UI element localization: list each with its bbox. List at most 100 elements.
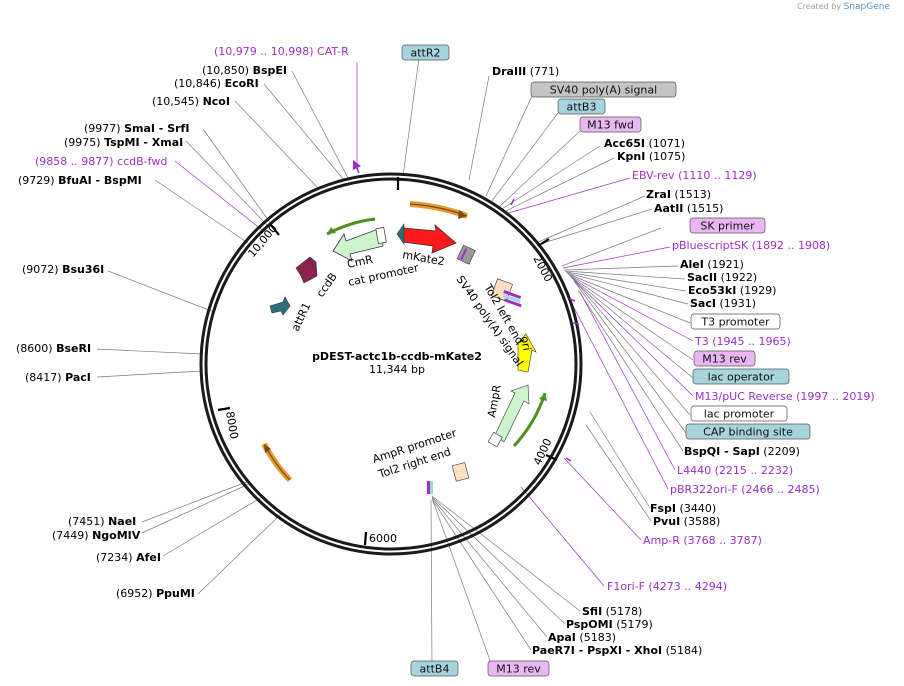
label-smai: (9977) SmaI - SrfI bbox=[84, 122, 189, 135]
label-t3: T3 (1945 .. 1965) bbox=[694, 335, 791, 348]
label-text-saci: SacI (1931) bbox=[690, 297, 756, 310]
label-bspei: (10,850) BspEI bbox=[202, 64, 287, 77]
label-bseri: (8600) BseRI bbox=[16, 342, 91, 355]
label-box-attr2 bbox=[401, 44, 450, 61]
snapgene-credit: Created by SnapGene bbox=[797, 2, 890, 12]
label-text-lacprom: lac promoter bbox=[704, 408, 775, 421]
label-text-paci: (8417) PacI bbox=[25, 371, 91, 384]
attr1-label: attR1 bbox=[289, 301, 313, 334]
label-text-catr: (10,979 .. 10,998) CAT-R bbox=[214, 45, 349, 58]
label-text-ccdbfwd: (9858 .. 9877) ccdB-fwd bbox=[35, 155, 167, 168]
label-sfii: SfiI (5178) bbox=[582, 605, 642, 618]
label-f1orif: F1ori-F (4273 .. 4294) bbox=[607, 580, 727, 593]
label-attr2: attR2 bbox=[401, 44, 450, 61]
label-pvui: PvuI (3588) bbox=[653, 515, 720, 528]
label-m13puc: M13/pUC Reverse (1997 .. 2019) bbox=[695, 390, 875, 403]
label-box-skprimer bbox=[689, 217, 766, 234]
label-text-kpni: KpnI (1075) bbox=[617, 150, 685, 163]
label-paer7i: PaeR7I - PspXI - XhoI (5184) bbox=[532, 644, 702, 657]
label-text-tspmi: (9975) TspMI - XmaI bbox=[64, 136, 183, 149]
label-text-attb3: attB3 bbox=[567, 101, 597, 114]
label-text-bseri: (8600) BseRI bbox=[16, 342, 91, 355]
label-skprimer: SK primer bbox=[689, 217, 766, 234]
label-text-f1orif: F1ori-F (4273 .. 4294) bbox=[607, 580, 727, 593]
label-ampr_p: Amp-R (3768 .. 3787) bbox=[643, 534, 762, 547]
mkate2-arrow bbox=[402, 223, 457, 254]
label-text-apai: ApaI (5183) bbox=[548, 631, 616, 644]
label-ebvrev: EBV-rev (1110 .. 1129) bbox=[632, 169, 757, 182]
label-m13fwd: M13 fwd bbox=[579, 116, 642, 133]
tick-label-4000: 4000 bbox=[531, 436, 555, 467]
label-text-pvui: PvuI (3588) bbox=[653, 515, 720, 528]
label-pspomi: PspOMI (5179) bbox=[566, 618, 653, 631]
cmr-label: CmR bbox=[346, 253, 375, 271]
label-text-skprimer: SK primer bbox=[700, 220, 755, 233]
attr1-arrow bbox=[269, 296, 291, 316]
label-text-attb4: attB4 bbox=[420, 663, 450, 676]
sv40-box bbox=[456, 244, 476, 265]
label-box-lacprom bbox=[690, 405, 788, 422]
label-text-attr2: attR2 bbox=[410, 47, 440, 60]
label-text-alei: AleI (1921) bbox=[680, 258, 744, 271]
label-aatii: AatII (1515) bbox=[654, 202, 723, 215]
label-naei: (7451) NaeI bbox=[68, 515, 136, 528]
backbone-outer bbox=[199, 172, 583, 556]
ticks bbox=[217, 177, 558, 546]
ampr-promoter-box bbox=[487, 431, 503, 448]
label-m13rev2: M13 rev bbox=[487, 660, 550, 677]
label-text-aatii: AatII (1515) bbox=[654, 202, 723, 215]
label-text-t3prom: T3 promoter bbox=[700, 316, 770, 329]
features bbox=[261, 159, 580, 494]
cat-promoter-box bbox=[375, 227, 387, 244]
cmr-arrow bbox=[332, 227, 384, 262]
label-fspi: FspI (3440) bbox=[650, 502, 716, 515]
snapgene-logo-text: SnapGene bbox=[843, 2, 890, 12]
label-text-m13puc: M13/pUC Reverse (1997 .. 2019) bbox=[695, 390, 875, 403]
label-box-sv40pa bbox=[530, 81, 677, 98]
label-text-m13rev1: M13 rev bbox=[702, 353, 747, 366]
label-draiii: DraIII (771) bbox=[492, 65, 559, 78]
tick-label-8000: 8000 bbox=[223, 410, 241, 440]
label-ncoi: (10,545) NcoI bbox=[152, 95, 230, 108]
m13-box-bottom bbox=[427, 481, 430, 494]
backbone-inner bbox=[204, 177, 578, 551]
credit-prefix: Created by bbox=[797, 2, 842, 11]
label-box-m13rev1 bbox=[693, 350, 756, 367]
label-paci: (8417) PacI bbox=[25, 371, 91, 384]
label-text-pbr322: pBR322ori-F (2466 .. 2485) bbox=[670, 483, 820, 496]
label-text-paer7i: PaeR7I - PspXI - XhoI (5184) bbox=[532, 644, 702, 657]
label-ppumi: (6952) PpuMI bbox=[116, 587, 195, 600]
label-attb4: attB4 bbox=[410, 660, 459, 677]
ori-label: ori bbox=[518, 335, 533, 351]
outer-labels: (10,979 .. 10,998) CAT-R attR2 (10,850) Bs… bbox=[16, 44, 875, 677]
label-text-eco53ki: Eco53kI (1929) bbox=[688, 284, 776, 297]
label-bsu36i: (9072) Bsu36I bbox=[22, 263, 104, 276]
label-zrai: ZraI (1513) bbox=[646, 188, 711, 201]
tick-label-6000: 6000 bbox=[369, 532, 397, 545]
label-sv40pa: SV40 poly(A) signal bbox=[530, 81, 677, 98]
ccdb-label: ccdB bbox=[314, 270, 340, 299]
label-attb3: attB3 bbox=[557, 98, 606, 115]
label-text-lacop: lac operator bbox=[708, 371, 775, 384]
label-text-sv40pa: SV40 poly(A) signal bbox=[550, 84, 657, 97]
label-text-bsu36i: (9072) Bsu36I bbox=[22, 263, 104, 276]
attr2-arrow bbox=[396, 223, 405, 245]
label-box-t3prom bbox=[690, 313, 781, 330]
leader-lines bbox=[96, 57, 694, 667]
ampr-arrow bbox=[494, 384, 530, 443]
label-text-zrai: ZraI (1513) bbox=[646, 188, 711, 201]
orange-arc-top bbox=[409, 201, 469, 219]
ccdb-arrow bbox=[295, 256, 318, 284]
label-m13rev1: M13 rev bbox=[693, 350, 756, 367]
label-tspmi: (9975) TspMI - XmaI bbox=[64, 136, 183, 149]
label-t3prom: T3 promoter bbox=[690, 313, 781, 330]
label-pbr322: pBR322ori-F (2466 .. 2485) bbox=[670, 483, 820, 496]
label-bspqi: BspQI - SapI (2209) bbox=[684, 445, 800, 458]
label-text-draiii: DraIII (771) bbox=[492, 65, 559, 78]
label-afei: (7234) AfeI bbox=[96, 551, 161, 564]
label-text-t3: T3 (1945 .. 1965) bbox=[694, 335, 791, 348]
label-apai: ApaI (5183) bbox=[548, 631, 616, 644]
ampr-label: AmpR bbox=[485, 384, 504, 419]
label-text-ppumi: (6952) PpuMI bbox=[116, 587, 195, 600]
